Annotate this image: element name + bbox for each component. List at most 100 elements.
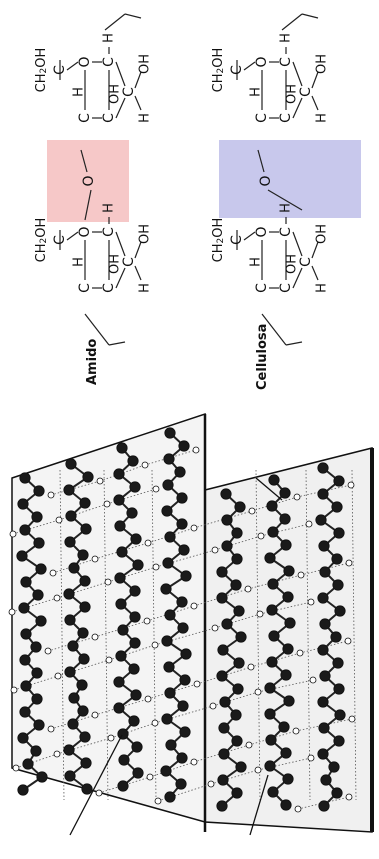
hydrogen-ball <box>96 477 104 485</box>
hydroxyl-group: OH <box>138 224 153 244</box>
atom-ball <box>117 780 129 792</box>
atom-ball <box>20 680 32 692</box>
hydrogen-ball <box>91 633 99 641</box>
hydrogen-ball <box>297 571 305 579</box>
hydrogen-bond-line <box>106 488 157 505</box>
atom-ball <box>78 653 90 665</box>
hydrogen-ball <box>152 485 160 493</box>
atom-ball <box>216 800 228 812</box>
hydrogen-ball <box>292 727 300 735</box>
atom-ball <box>64 614 76 626</box>
hydrogen-ball <box>53 750 61 758</box>
atom-ball <box>162 557 174 569</box>
hydrogen-bond-line <box>94 698 149 716</box>
atom-ball <box>32 589 44 601</box>
hydrogen-ball <box>345 559 353 567</box>
atom-ball <box>315 514 327 526</box>
bond-line <box>104 13 126 31</box>
bond-line <box>292 231 303 257</box>
carbon-atom: C <box>278 227 294 237</box>
atom-ball <box>333 735 345 747</box>
atom-ball <box>116 546 128 558</box>
carbon-atom: C <box>254 283 270 293</box>
hydrogen-ball <box>307 754 315 762</box>
bond-line <box>115 267 126 289</box>
substituent-atom: H <box>102 203 117 213</box>
hydrogen-ball <box>348 715 356 723</box>
atom-ball <box>160 583 172 595</box>
atom-ball <box>266 604 278 616</box>
atom-ball <box>280 539 292 551</box>
atom-ball <box>163 453 175 465</box>
hydroxyl-group: OH <box>285 254 300 274</box>
atom-ball <box>268 474 280 486</box>
carbon-atom: C <box>101 283 117 293</box>
hydrogen-ball <box>207 780 215 788</box>
atom-balls <box>8 427 356 813</box>
atom-ball <box>31 511 43 523</box>
carbon-atom: C <box>254 113 270 123</box>
carbon-atom: C <box>278 113 294 123</box>
atom-ball <box>20 576 32 588</box>
hydrogen-ball <box>296 649 304 657</box>
atom-ball <box>118 754 130 766</box>
bond-line <box>243 231 256 241</box>
bond-line <box>84 189 92 221</box>
atom-ball <box>280 669 292 681</box>
bond-line <box>66 231 79 241</box>
carbon-atom: C <box>101 57 117 67</box>
atom-ball <box>318 722 330 734</box>
hydrogen-ball <box>144 539 152 547</box>
hydrogen-ball <box>190 758 198 766</box>
atom-ball <box>132 767 144 779</box>
hydrogen-ball <box>309 676 317 684</box>
atom-ball <box>127 455 139 467</box>
hydrogen-ball <box>9 530 17 538</box>
bond-line <box>281 13 303 31</box>
atom-ball <box>280 747 292 759</box>
hydrogen-ball <box>193 680 201 688</box>
atom-ball <box>334 605 346 617</box>
formula-atoms: COCCCCCH2OHHOHOHHHCOCCCCCH2OHHOHOHHHOCOC… <box>34 33 330 293</box>
atom-ball <box>79 601 91 613</box>
atom-ball <box>129 637 141 649</box>
atom-ball <box>177 700 189 712</box>
cellulose-molecular-model <box>8 412 374 836</box>
atom-ball <box>280 799 292 811</box>
hydrogen-bond-line <box>351 469 357 801</box>
atom-ball <box>333 527 345 539</box>
atom-ball <box>164 531 176 543</box>
hydrogen-atom: H <box>138 113 153 123</box>
hydrogen-ball <box>54 672 62 680</box>
atom-ball <box>22 758 34 770</box>
atom-ball <box>68 562 80 574</box>
atom-ball <box>231 735 243 747</box>
bond-line <box>108 341 126 346</box>
hydrogen-ball <box>91 711 99 719</box>
hydrogen-bond-line <box>247 574 302 590</box>
atom-ball <box>129 611 141 623</box>
carbon-atom: C <box>101 113 117 123</box>
bond-line <box>80 149 88 173</box>
atom-ball <box>36 771 48 783</box>
bond-line <box>66 61 79 71</box>
atom-ball <box>217 644 229 656</box>
atom-ball <box>267 578 279 590</box>
atom-ball <box>268 630 280 642</box>
hydrogen-ball <box>44 647 52 655</box>
bond-line <box>292 61 303 87</box>
atom-ball <box>17 732 29 744</box>
atom-ball <box>164 687 176 699</box>
bond-line <box>267 189 303 211</box>
hydrogen-ball <box>141 461 149 469</box>
hydrogen-ball <box>151 719 159 727</box>
hydrogen-ball <box>105 656 113 664</box>
carbon-atom: C <box>229 235 245 245</box>
atom-ball <box>117 624 129 636</box>
atom-ball <box>177 622 189 634</box>
hydrogen-ball <box>47 491 55 499</box>
atom-ball <box>320 774 332 786</box>
atom-ball <box>178 544 190 556</box>
hydrogen-ball <box>91 555 99 563</box>
hydrogen-bond-line <box>255 469 261 801</box>
